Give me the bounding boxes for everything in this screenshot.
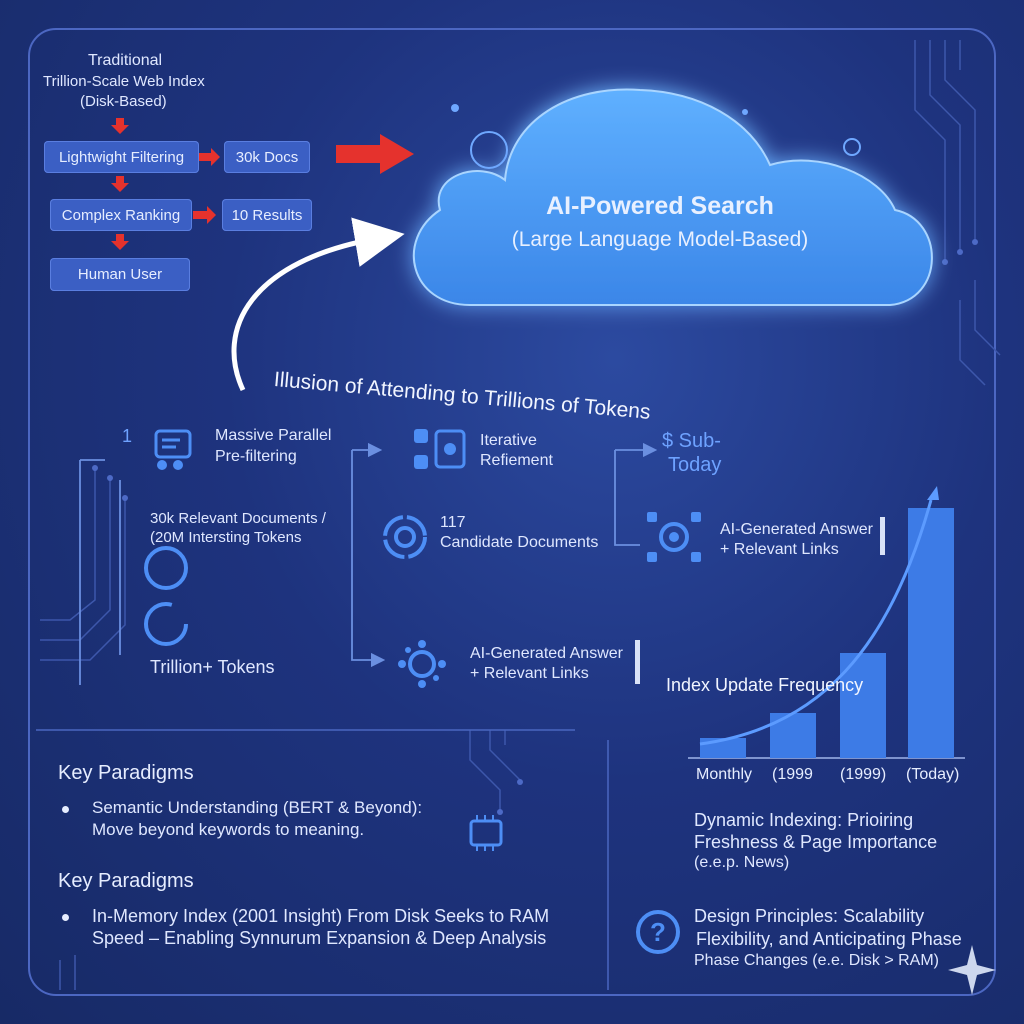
- answer-mid-line-2: + Relevant Links: [470, 665, 589, 682]
- flow-connectors: [79, 442, 658, 685]
- ring-icon: [144, 546, 188, 590]
- cursor-bar: [635, 640, 640, 684]
- bubble-dot: [451, 104, 459, 112]
- pipeline-title-line-1: Traditional: [88, 52, 163, 69]
- chart-trend-arrowhead: [927, 486, 939, 500]
- question-icon: ?: [636, 910, 680, 954]
- parallel-filter-icon: [154, 429, 192, 470]
- answer-mid-line-1: AI-Generated Answer: [470, 645, 623, 662]
- bubble-dot: [742, 109, 748, 115]
- circuit-traces: [40, 40, 1001, 990]
- pipeline-title-line-2: Trillion-Scale Web Index: [43, 73, 205, 90]
- focus-icon: [647, 512, 701, 562]
- bubbles: [470, 131, 861, 169]
- docs-box: 30k Docs: [224, 141, 310, 173]
- candidate-line-1: 117: [440, 514, 466, 531]
- paradigm-heading-2: Key Paradigms: [58, 870, 194, 892]
- cloud-title: AI-Powered Search: [546, 192, 774, 220]
- gear-icon: [398, 640, 446, 688]
- lightweight-filtering-box: Lightwight Filtering: [44, 141, 199, 173]
- illusion-arrow: [231, 217, 405, 392]
- complex-ranking-box: Complex Ranking: [50, 199, 192, 231]
- sub-line-2: Today: [668, 454, 722, 476]
- relevant-line-1: 30k Relevant Documents /: [150, 510, 326, 527]
- candidate-line-2: Candidate Documents: [440, 534, 599, 551]
- trillion-tokens-label: Trillion+ Tokens: [150, 657, 275, 677]
- paradigm-text-1: Semantic Understanding (BERT & Beyond): …: [92, 798, 423, 839]
- iterative-line-2: Refiement: [480, 452, 553, 469]
- answer-right-line-2: + Relevant Links: [720, 541, 839, 558]
- parallel-line-1: Massive Parallel: [215, 427, 332, 444]
- target-icon: [383, 515, 427, 559]
- pipeline-title-line-3: (Disk-Based): [80, 93, 167, 110]
- chip-icon: [469, 815, 503, 851]
- cloud-subtitle: (Large Language Model-Based): [511, 228, 809, 251]
- iterative-refinement-icon: [414, 429, 466, 469]
- chart-category-label: Monthly: [696, 766, 753, 783]
- design-line-1: Design Principles: Scalability: [694, 906, 925, 926]
- design-line-3: Phase Changes (e.e. Disk > RAM): [694, 952, 939, 969]
- cloud-shape: [413, 88, 933, 306]
- design-line-2: Flexibility, and Anticipating Phase: [696, 929, 962, 949]
- progress-ring-icon: [144, 602, 188, 646]
- chart-category-label: (1999: [772, 766, 813, 783]
- relevant-line-2: (20M Intersting Tokens: [150, 529, 302, 546]
- svg-text:?: ?: [650, 917, 666, 947]
- chart-bar: [770, 713, 816, 758]
- results-box: 10 Results: [222, 199, 312, 231]
- answer-right-line-1: AI-Generated Answer: [720, 521, 873, 538]
- paradigm-text-2: In-Memory Index (2001 Insight) From Disk…: [92, 906, 550, 948]
- chart-trend-line: [699, 499, 933, 746]
- chart-category-label: (Today): [906, 766, 960, 783]
- sparkle-icon: [948, 945, 996, 995]
- chart-category-label: (1999): [840, 766, 887, 783]
- red-arrows: [111, 118, 414, 250]
- chart-bar: [908, 508, 954, 758]
- step-number: 1: [122, 426, 133, 446]
- outer-frame: [28, 28, 996, 996]
- dynamic-line-2: Freshness & Page Importance: [694, 832, 938, 852]
- iterative-line-1: Iterative: [480, 432, 537, 449]
- sub-line-1: $ Sub-: [662, 430, 721, 452]
- parallel-line-2: Pre-filtering: [215, 448, 297, 465]
- index-update-chart: [688, 486, 965, 759]
- bullet-dot: [62, 914, 69, 921]
- circuit-nodes: [92, 239, 978, 815]
- bullet-dot: [62, 806, 69, 813]
- dynamic-line-1: Dynamic Indexing: Prioiring: [694, 810, 914, 830]
- paradigm-heading-1: Key Paradigms: [58, 762, 194, 784]
- dynamic-line-3: (e.e.p. News): [694, 854, 790, 871]
- cursor-bar: [880, 517, 885, 555]
- chart-title: Index Update Frequency: [666, 675, 864, 695]
- human-user-box: Human User: [50, 258, 190, 291]
